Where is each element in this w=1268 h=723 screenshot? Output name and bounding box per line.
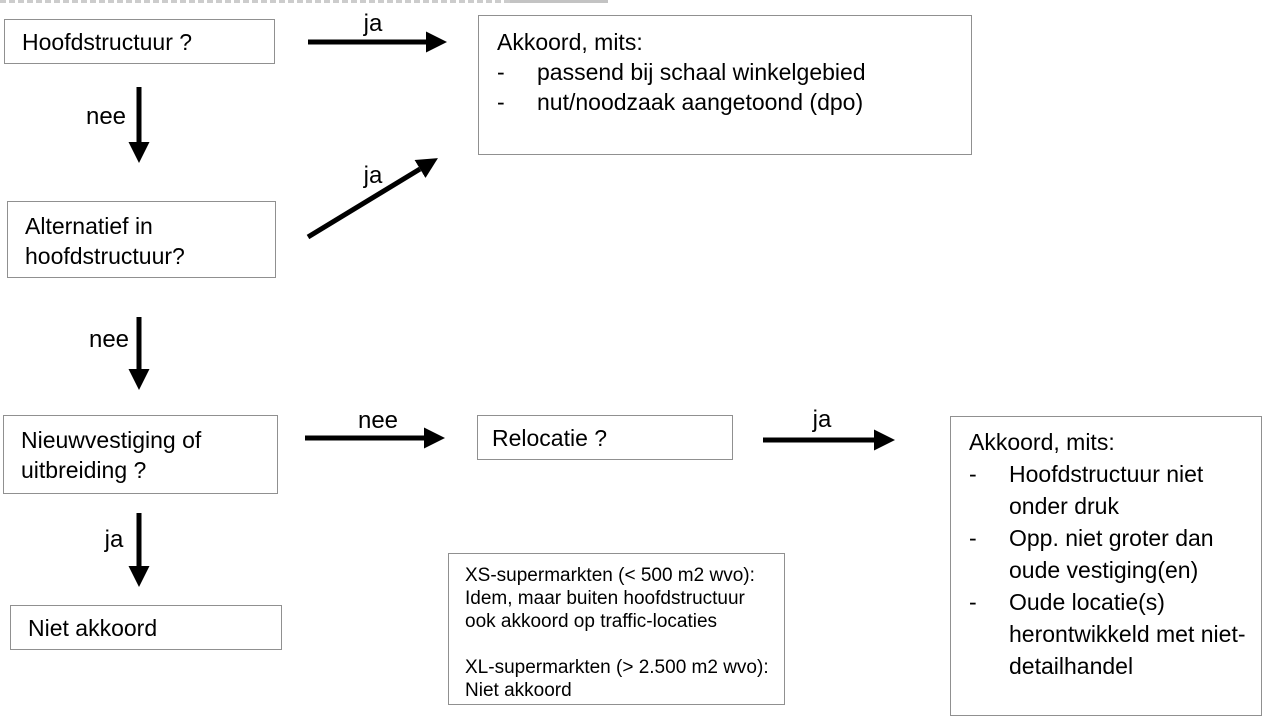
box-akkoord-relocatie: Akkoord, mits: - Hoofdstructuur niet ond… [950,416,1262,716]
box-niet-akkoord: Niet akkoord [10,605,282,650]
top-cropped-rule-solid [510,0,608,3]
bullet-item: - Oude locatie(s) herontwikkeld met niet… [969,586,1253,682]
bullet-item: - nut/noodzaak aangetoond (dpo) [497,87,961,117]
bullet-text: Opp. niet groter dan oude vestiging(en) [1009,525,1214,583]
box-nieuwvestiging-line1: Nieuwvestiging of [21,427,202,453]
box-note-supermarkten: XS-supermarkten (< 500 m2 wvo): Idem, ma… [448,553,785,705]
edge-label-nee-2: nee [88,326,130,353]
edge-label-ja-top: ja [363,10,383,37]
box-alternatief: Alternatief in hoofdstructuur? [7,201,276,278]
box-akkoord-relocatie-title: Akkoord, mits: [969,429,1115,455]
box-hoofdstructuur: Hoofdstructuur ? [4,19,275,64]
edge-label-nee-relocatie: nee [357,407,399,434]
bullet-text: passend bij schaal winkelgebied [537,59,866,85]
note-line-blank [465,633,776,656]
box-hoofdstructuur-label: Hoofdstructuur ? [22,28,193,55]
box-relocatie: Relocatie ? [477,415,733,460]
edge-label-ja-niet-akkoord: ja [104,526,124,553]
bullet-item: - passend bij schaal winkelgebied [497,57,961,87]
box-akkoord-schaal: Akkoord, mits: - passend bij schaal wink… [478,15,972,155]
bullet-dash: - [497,59,505,85]
note-line: XS-supermarkten (< 500 m2 wvo): [465,565,755,586]
bullet-item: - Opp. niet groter dan oude vestiging(en… [969,522,1253,586]
bullet-text: nut/noodzaak aangetoond (dpo) [537,89,864,115]
edge-label-ja-akkoord: ja [812,406,832,433]
box-nieuwvestiging-line2: uitbreiding ? [21,457,147,483]
edge-label-nee-1: nee [85,103,127,130]
edge-label-ja-diagonal: ja [363,162,383,189]
box-alternatief-line1: Alternatief in [25,213,153,239]
box-alternatief-line2: hoofdstructuur? [25,243,185,269]
box-niet-akkoord-label: Niet akkoord [28,614,158,641]
bullet-dash: - [969,589,977,615]
bullet-text: Oude locatie(s) herontwikkeld met niet-d… [1009,589,1246,679]
bullet-dash: - [969,525,977,551]
bullet-item: - Hoofdstructuur niet onder druk [969,458,1253,522]
bullet-text: Hoofdstructuur niet onder druk [1009,461,1204,519]
note-line: ook akkoord op traffic-locaties [465,611,718,632]
note-line: Niet akkoord [465,680,572,701]
bullet-dash: - [497,89,505,115]
box-relocatie-label: Relocatie ? [492,424,608,451]
bullet-dash: - [969,461,977,487]
note-line: XL-supermarkten (> 2.500 m2 wvo): [465,657,769,678]
arrow-ja-diagonal [306,158,438,240]
box-nieuwvestiging: Nieuwvestiging of uitbreiding ? [3,415,278,494]
top-cropped-rule-dashed [0,0,510,3]
box-akkoord-schaal-title: Akkoord, mits: [497,29,643,55]
note-line: Idem, maar buiten hoofdstructuur [465,588,745,609]
